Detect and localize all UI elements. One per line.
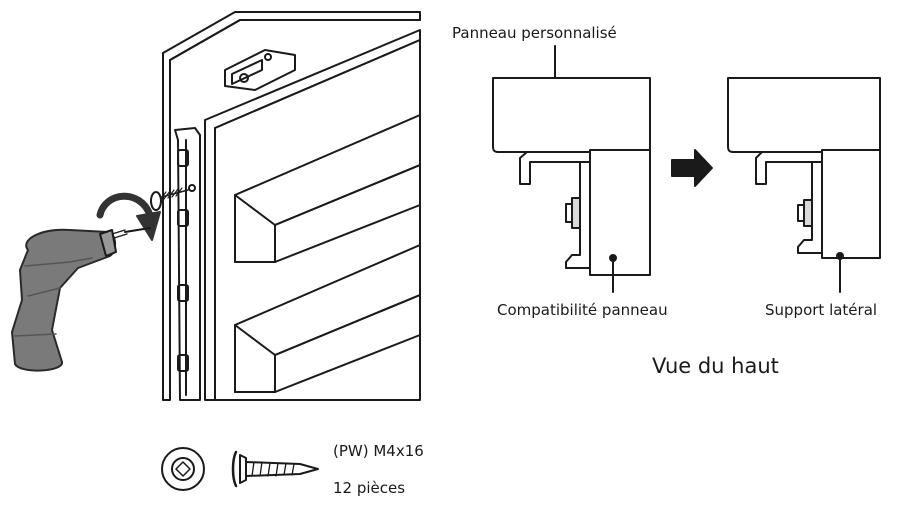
- top-hinge: [224, 49, 296, 91]
- label-custom-panel: Panneau personnalisé: [452, 24, 617, 42]
- drill-icon: [11, 227, 151, 372]
- screw-side-icon: [231, 450, 319, 488]
- top-view-before: [492, 77, 651, 276]
- screw-head-icon: [161, 447, 205, 491]
- label-side-support: Support latéral: [765, 301, 878, 319]
- lower-shelf: [234, 244, 421, 393]
- screw-quantity: 12 pièces: [333, 479, 406, 497]
- label-panel-compat: Compatibilité panneau: [497, 301, 668, 319]
- upper-shelf: [234, 114, 421, 263]
- side-rail: [174, 127, 201, 401]
- top-view-after: [727, 77, 881, 259]
- step-arrow-icon: [671, 149, 713, 187]
- inserting-screw: [150, 187, 189, 211]
- screw-spec: (PW) M4x16: [333, 442, 424, 460]
- label-top-view: Vue du haut: [652, 354, 779, 378]
- door-assembly: [150, 11, 421, 401]
